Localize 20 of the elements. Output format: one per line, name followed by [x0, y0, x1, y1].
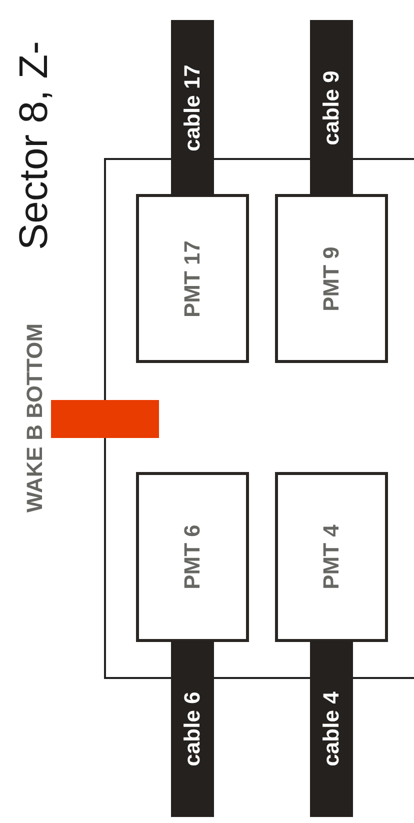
side-label: WAKE B BOTTOM: [24, 323, 46, 513]
cable-bar: [171, 641, 214, 817]
cable-label: cable 4: [320, 692, 342, 766]
cable-label: cable 17: [182, 64, 204, 152]
title: Sector 8, Z-: [14, 41, 54, 250]
pmt-label: PMT 9: [320, 246, 342, 311]
pmt-label: PMT 6: [182, 524, 204, 590]
cable-bar: [310, 20, 353, 196]
cable-label: cable 9: [320, 70, 342, 146]
cable-bar: [171, 20, 214, 196]
pmt-label: PMT 4: [320, 524, 342, 590]
pmt-box: [275, 194, 388, 363]
pmt-box: [275, 472, 388, 642]
cable-label: cable 6: [182, 692, 204, 766]
pmt-box: [136, 194, 249, 363]
frame-outline: [104, 158, 414, 679]
pmt-label: PMT 17: [182, 240, 204, 318]
cable-bar: [310, 641, 353, 817]
marker-bar: [51, 400, 159, 438]
pmt-box: [136, 472, 249, 642]
